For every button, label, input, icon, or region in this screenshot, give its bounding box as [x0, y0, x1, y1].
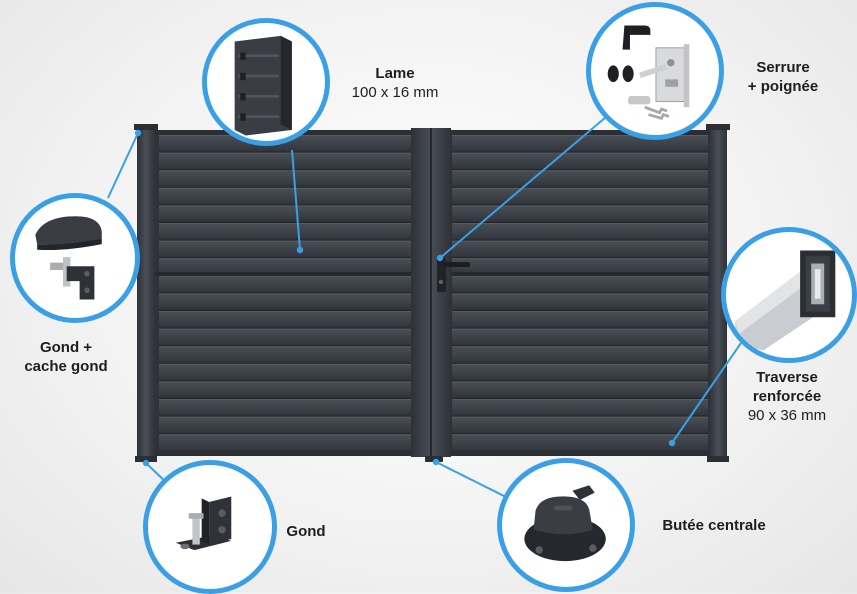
- lame-profile-icon: [234, 35, 292, 136]
- butee-label: Butée centrale: [640, 516, 788, 535]
- gond-cache-line1: Gond +: [39, 339, 93, 356]
- traverse-line2: renforcée: [752, 388, 822, 405]
- gond-cache-bubble: [10, 193, 140, 323]
- lame-title: Lame: [375, 65, 415, 82]
- hinge-cover-icon: [35, 216, 102, 300]
- right-post: [709, 128, 727, 458]
- serrure-label: Serrure + poignée: [728, 58, 838, 96]
- traverse-detail: 90 x 36 mm: [747, 407, 827, 424]
- traverse-bubble: [721, 227, 857, 363]
- central-stop-icon: [524, 485, 606, 562]
- serrure-line1: Serrure: [756, 59, 810, 76]
- traverse-line1: Traverse: [756, 369, 818, 386]
- gond-cache-label: Gond + cache gond: [4, 338, 128, 376]
- serrure-bubble: [586, 2, 724, 140]
- gond-cache-line2: cache gond: [24, 358, 108, 375]
- serrure-line2: + poignée: [747, 78, 819, 95]
- traverse-label: Traverse renforcée 90 x 36 mm: [728, 368, 846, 425]
- traverse-profile-icon: [735, 250, 836, 351]
- lock-handle-icon: [607, 25, 690, 120]
- lame-label: Lame 100 x 16 mm: [335, 64, 455, 102]
- lame-bubble: [202, 18, 330, 146]
- gond-label: Gond: [278, 522, 334, 541]
- lame-detail: 100 x 16 mm: [351, 84, 439, 101]
- butee-bubble: [497, 458, 635, 592]
- gond-bubble: [143, 460, 277, 594]
- hinge-icon: [175, 496, 232, 551]
- butee-title: Butée centrale: [662, 517, 766, 534]
- left-post: [137, 128, 155, 458]
- gond-title: Gond: [286, 523, 326, 540]
